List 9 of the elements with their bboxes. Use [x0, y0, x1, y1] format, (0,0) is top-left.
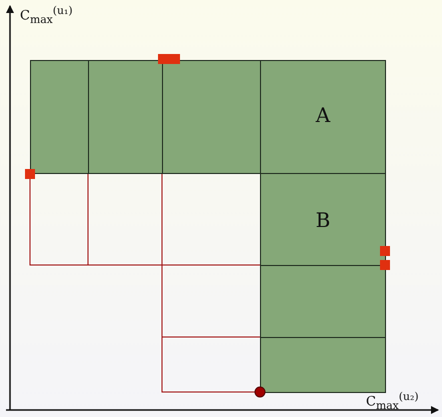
cell-label: B: [316, 208, 330, 232]
cell-label: A: [316, 103, 330, 127]
grid-cell: [260, 265, 386, 338]
grid-cell: [260, 60, 386, 174]
grid-cell: [260, 173, 386, 266]
grid-cell: [162, 60, 261, 174]
grid-cell: [88, 60, 163, 174]
grid-cell: [260, 337, 386, 393]
grid-cell: [30, 60, 89, 174]
